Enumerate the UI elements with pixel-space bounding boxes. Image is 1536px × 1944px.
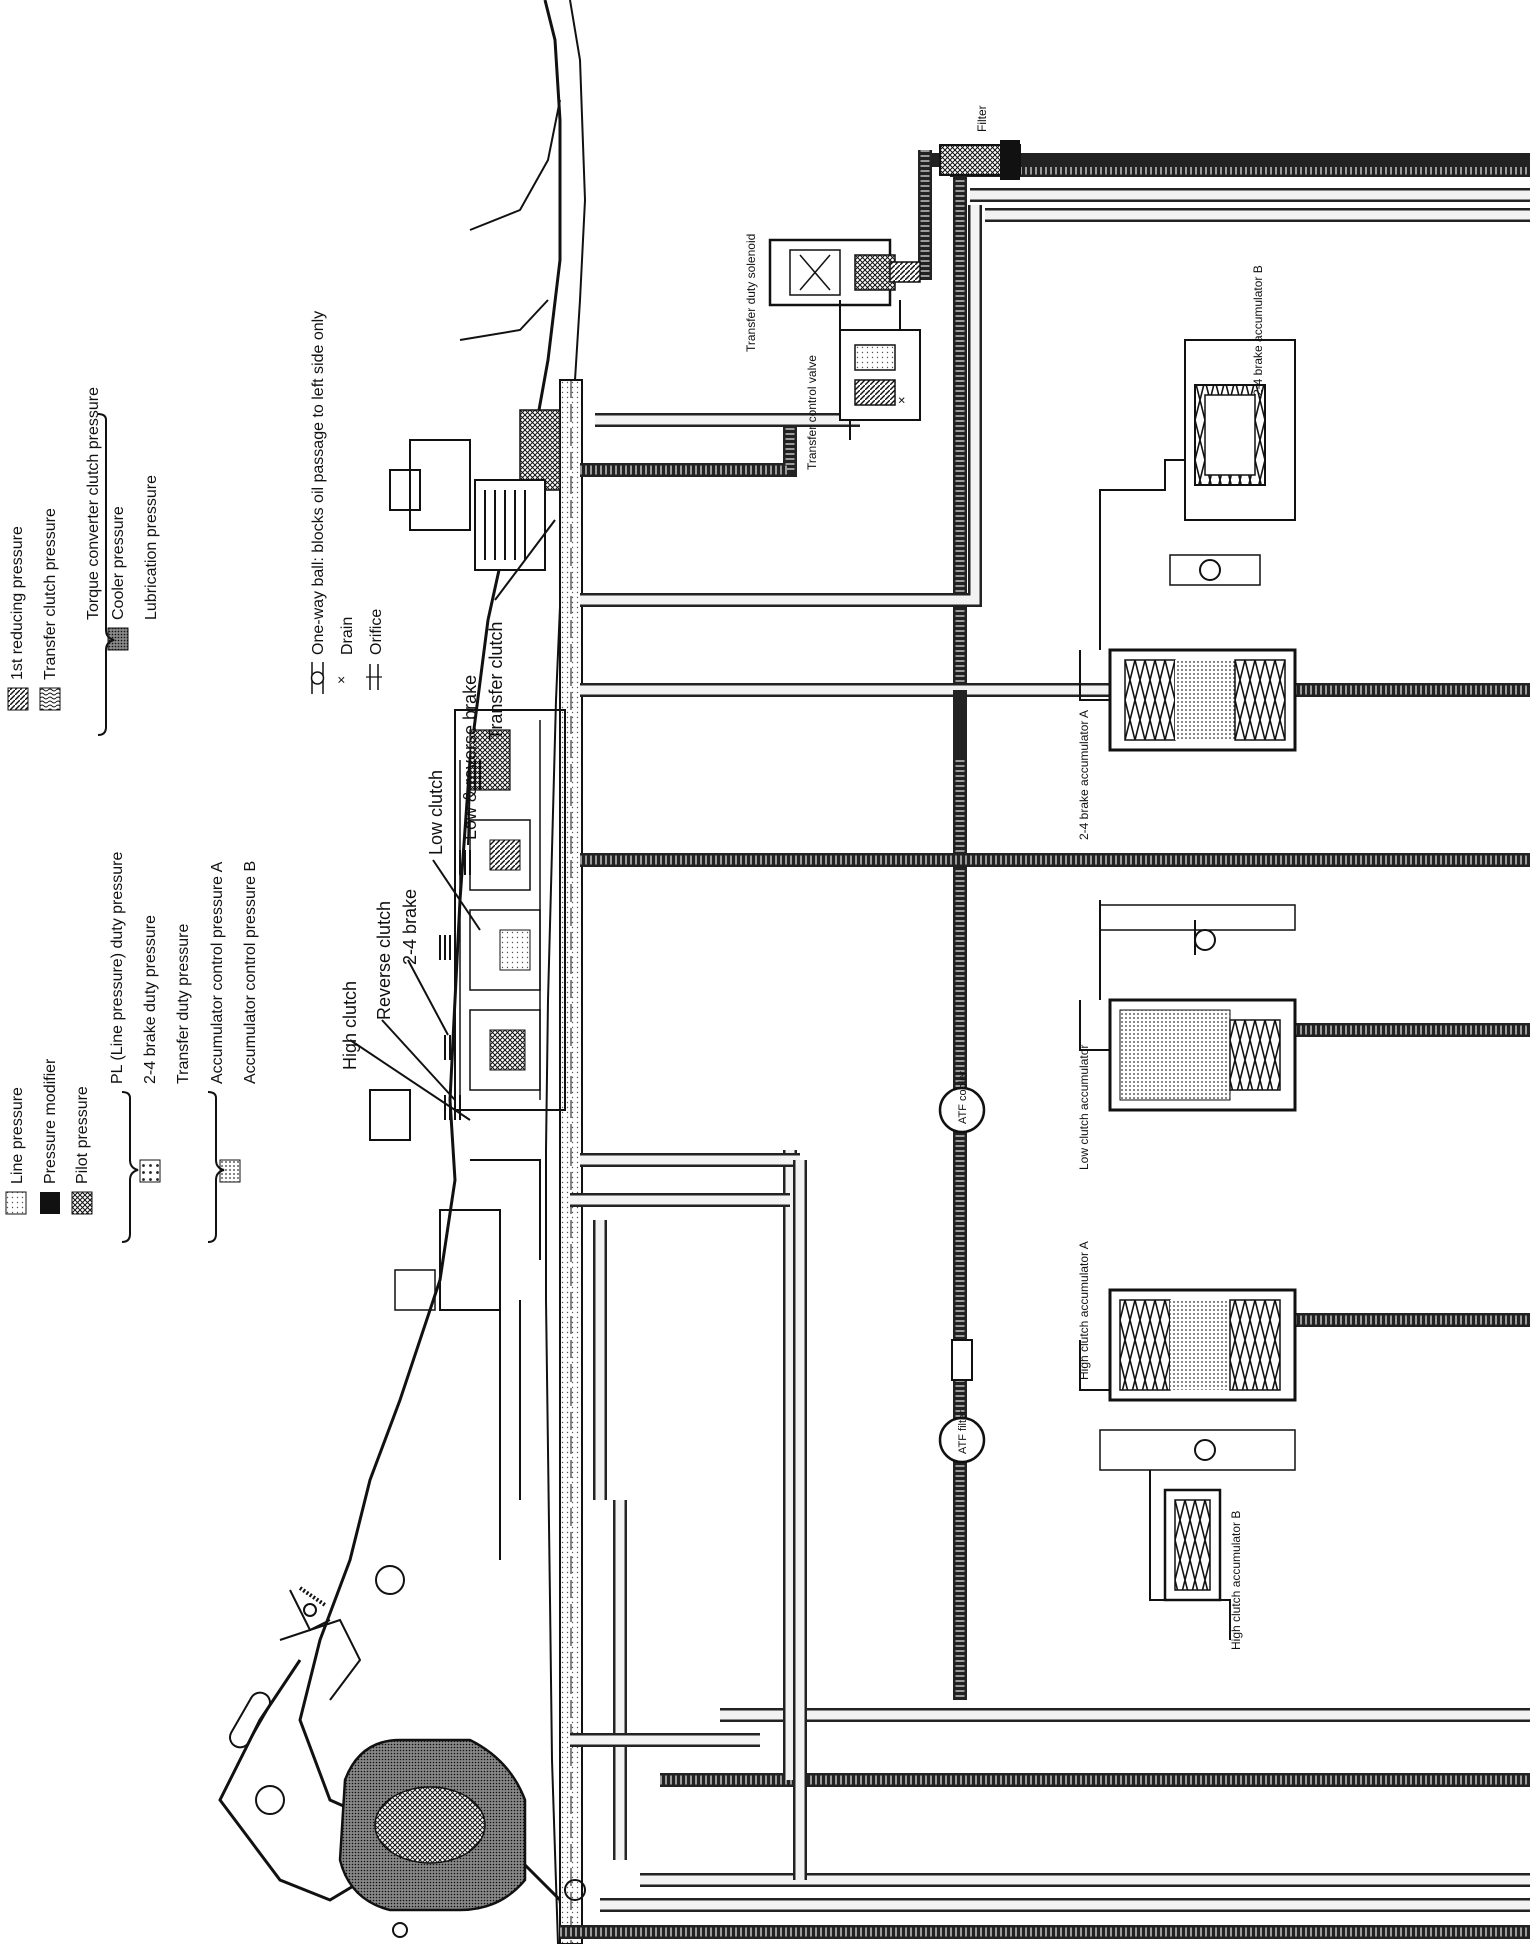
legend-bracket-tcc [97,413,115,736]
label-transfer-clutch: Transfer clutch [486,622,506,740]
callouts: High clutch Reverse clutch 2-4 brake Low… [340,519,556,1121]
legend-label-pressure-modifier: Pressure modifier [42,1058,59,1184]
atf-cooler [938,1086,986,1134]
label-2-4-brake-accumulator-b: 2-4 brake accumulator B [1251,265,1265,396]
legend-label-lubrication: Lubrication pressure [143,475,160,620]
legend-swatch-transfer-clutch [39,687,61,711]
label-transfer-control-valve: Transfer control valve [805,355,819,470]
legend-label-2-4-brake-duty: 2-4 brake duty pressure [142,915,159,1084]
leader-low-reverse-brake [467,779,471,846]
oil-passages [560,150,1530,1939]
label-atf-cooler: ATF cooler [957,1071,969,1124]
leader-reverse-clutch [381,1019,456,1101]
legend-label-pl-duty: PL (Line pressure) duty pressure [109,851,126,1084]
filter [939,140,1021,180]
accumulator-high-clutch-b [1149,1470,1231,1640]
transfer-clutch-pack [474,479,546,571]
planetary-gearset [454,709,566,1111]
transfer-drain-x-icon: × [894,396,909,404]
label-filter: Filter [975,105,989,132]
clutch-plates [439,760,481,1120]
legend-label-1st-reducing: 1st reducing pressure [9,526,26,680]
legend-label-transfer-clutch: Transfer clutch pressure [42,508,59,680]
legend-label-transfer-duty: Transfer duty pressure [175,924,192,1084]
label-low-reverse-brake: Low & reverse brake [460,675,480,840]
label-2-4-brake-accumulator-a: 2-4 brake accumulator A [1077,710,1091,840]
housing-inner [545,0,587,1944]
accumulator-low-clutch [1079,900,1297,1112]
legend-label-torque-converter: Torque converter clutch pressure [85,387,102,620]
label-low-clutch: Low clutch [426,770,446,855]
label-atf-filter: ATF filter [957,1410,969,1454]
accumulator-high-clutch-a [1079,1288,1297,1471]
legend-swatch-cooler [107,627,129,651]
accumulator-2-4-brake-a [1079,648,1297,752]
leader-low-clutch [432,859,481,931]
inline-check-valve [951,1339,973,1381]
leader-2-4-brake [407,959,449,1036]
atf-filter [938,1416,986,1464]
legend-label-cooler: Cooler pressure [110,506,127,620]
legend-swatch-2-4-brake-duty [139,1159,161,1183]
legend-label-drain: Drain [339,617,356,655]
legend-swatch-pressure-modifier [40,1192,60,1214]
label-high-clutch: High clutch [340,981,360,1070]
transfer-control-valve [839,300,921,440]
housing-outline [298,0,567,1944]
legend-swatch-pilot-pressure [71,1191,93,1215]
legend-label-one-way-ball: One-way ball: blocks oil passage to left… [310,311,327,655]
transmission-section [218,0,587,1944]
legend-swatch-1st-reducing [7,687,29,711]
drain-x-icon: × [333,676,349,684]
leader-transfer-clutch [494,519,556,601]
legend-swatch-line-pressure [5,1191,27,1215]
label-low-clutch-accumulator: Low clutch accumulator [1077,1045,1091,1170]
label-reverse-clutch: Reverse clutch [374,901,394,1020]
legend-bracket-pl [121,1091,139,1243]
legend-label-pilot-pressure: Pilot pressure [74,1086,91,1184]
legend-label-orifice: Orifice [368,609,385,655]
orifice-icon [366,664,382,690]
legend-bracket-acc [207,1091,225,1243]
leader-high-clutch [349,1039,471,1121]
transfer-duty-solenoid [768,238,921,307]
legend-label-accumulator-a: Accumulator control pressure A [209,861,226,1084]
label-2-4-brake: 2-4 brake [400,889,420,965]
label-high-clutch-accumulator-a: High clutch accumulator A [1077,1241,1091,1380]
label-transfer-duty-solenoid: Transfer duty solenoid [744,234,758,352]
ball-valve-icon [310,662,325,694]
label-high-clutch-accumulator-b: High clutch accumulator B [1229,1511,1243,1650]
legend-label-line-pressure: Line pressure [9,1087,26,1184]
legend: Line pressure Pressure modifier Pilot pr… [5,311,385,1243]
legend-label-accumulator-b: Accumulator control pressure B [242,861,259,1084]
accumulator-2-4-brake-b [1099,339,1296,650]
